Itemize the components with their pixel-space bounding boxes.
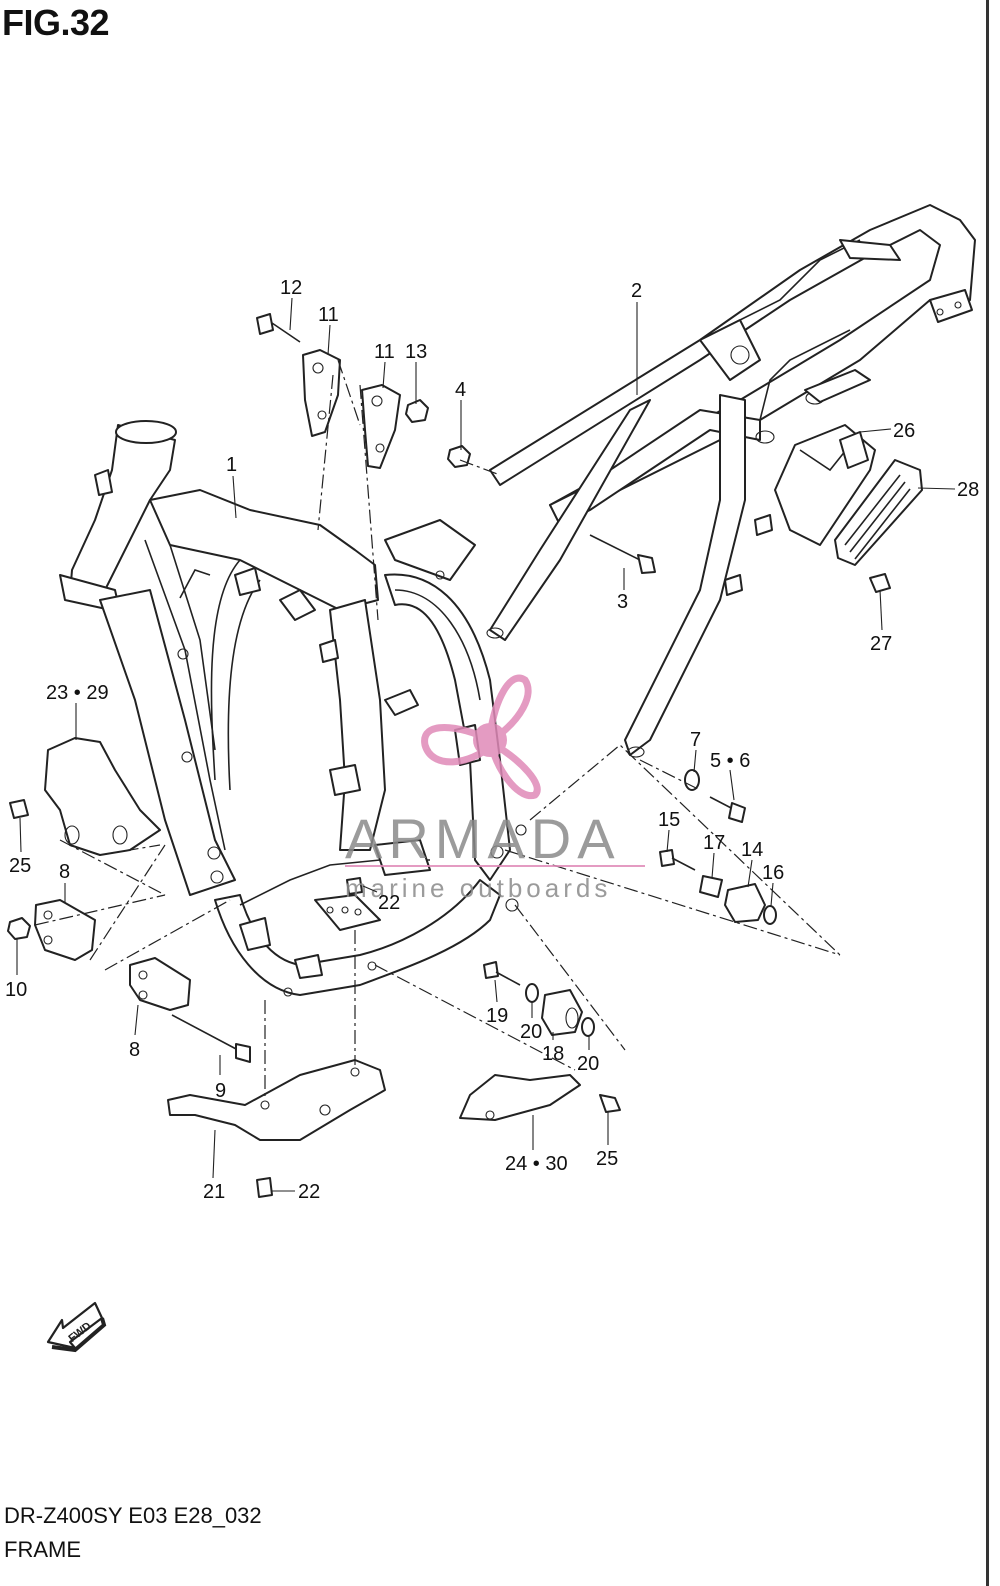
- figure-title: FIG.32: [2, 2, 110, 43]
- callout-28: 28: [957, 479, 979, 501]
- bolt-12: [256, 313, 301, 343]
- callout-25-left: 25: [9, 855, 31, 877]
- guard-23-29: [44, 737, 161, 856]
- callout-12: 12: [280, 277, 302, 299]
- callout-20-left: 20: [520, 1021, 542, 1043]
- callout-18: 18: [542, 1043, 564, 1065]
- callout-10: 10: [5, 979, 27, 1001]
- nut-10: [7, 917, 31, 940]
- callout-17: 17: [703, 832, 725, 854]
- callout-24-30: 24 • 30: [505, 1153, 568, 1175]
- callout-13: 13: [405, 341, 427, 363]
- callouts: 1 2 3 4 5 • 6 7 8 8 9 10 11 11 12 13 14 …: [5, 277, 979, 1203]
- bracket-8-lower: [129, 957, 191, 1011]
- washer-7: [684, 769, 700, 791]
- screw-27: [869, 573, 891, 593]
- callout-19: 19: [486, 1005, 508, 1027]
- model-code: DR-Z400SY E03 E28_032: [4, 1503, 262, 1528]
- nut-4: [447, 445, 471, 468]
- bolt-3: [589, 534, 656, 574]
- bolt-19: [483, 961, 521, 986]
- callout-22-upper: 22: [378, 892, 400, 914]
- leader-lines: [16, 297, 956, 1192]
- ecu-26: [774, 424, 876, 546]
- page-border: [986, 0, 989, 1586]
- nut-13: [405, 399, 429, 423]
- washer-20-right: [581, 1017, 595, 1037]
- screw-22-lower: [256, 1177, 273, 1198]
- propeller-logo: [421, 674, 541, 800]
- callout-23-29: 23 • 29: [46, 682, 109, 704]
- callout-11-right: 11: [374, 341, 395, 363]
- callout-1: 1: [226, 454, 237, 476]
- callout-3: 3: [617, 591, 628, 613]
- washer-16: [763, 905, 777, 925]
- cover-24-30: [459, 1074, 581, 1121]
- watermark: ARMADA marine outboards: [345, 674, 645, 903]
- bushing-18: [541, 989, 583, 1036]
- watermark-brand: ARMADA: [345, 807, 621, 870]
- callout-7: 7: [690, 729, 701, 751]
- callout-5-6: 5 • 6: [710, 750, 750, 772]
- callout-27: 27: [870, 633, 892, 655]
- callout-26: 26: [893, 420, 915, 442]
- callout-9: 9: [215, 1080, 226, 1102]
- bracket-11-right: [361, 384, 401, 469]
- callout-8-lower: 8: [129, 1039, 140, 1061]
- screw-22-upper: [346, 877, 363, 895]
- screw-25-left: [9, 799, 29, 819]
- skid-plate-21: [167, 1059, 386, 1141]
- callout-22-lower: 22: [298, 1181, 320, 1203]
- callout-8-upper: 8: [59, 861, 70, 883]
- main-frame: [59, 420, 527, 997]
- section-name: FRAME: [4, 1537, 81, 1562]
- collar-17: [699, 875, 723, 898]
- callout-2: 2: [631, 280, 642, 302]
- callout-25-right: 25: [596, 1148, 618, 1170]
- bolt-9: [171, 1014, 251, 1063]
- callout-20-right: 20: [577, 1053, 599, 1075]
- bolt-15: [659, 849, 696, 871]
- callout-11-left: 11: [318, 304, 339, 326]
- module-28: [834, 459, 923, 566]
- washer-20-left: [525, 983, 539, 1003]
- bracket-11-left: [302, 349, 341, 437]
- watermark-tagline: marine outboards: [345, 873, 611, 903]
- callout-14: 14: [741, 839, 763, 861]
- callout-21: 21: [203, 1181, 225, 1203]
- bolt-5-6: [709, 796, 746, 823]
- screw-25-right: [599, 1094, 621, 1113]
- callout-16: 16: [762, 862, 784, 884]
- bracket-8-upper: [34, 899, 96, 961]
- rear-subframe: [486, 204, 976, 758]
- callout-4: 4: [455, 379, 466, 401]
- fwd-arrow-icon: FWD: [46, 1301, 107, 1353]
- callout-15: 15: [658, 809, 680, 831]
- assembly-lines: [34, 359, 841, 1100]
- bushing-14: [724, 883, 766, 923]
